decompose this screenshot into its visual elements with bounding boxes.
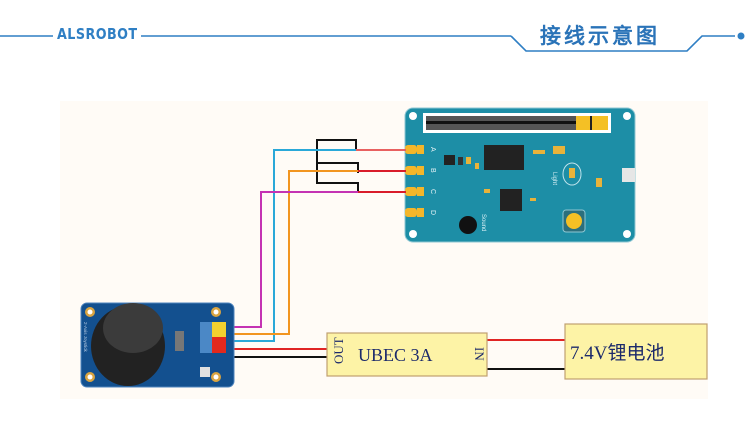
jumper-bracket-top (316, 139, 359, 173)
joystick-label: 2-Axis Joystick (83, 322, 88, 353)
port-d: D (405, 208, 436, 217)
svg-text:A: A (429, 147, 436, 152)
light-label: Light (551, 172, 557, 185)
ubec-name: UBEC 3A (358, 345, 433, 365)
signal-wires (226, 139, 406, 342)
controller-board: Light Sound A B C D (404, 107, 636, 243)
header-lines (0, 32, 745, 52)
page-title: 接线示意图 (540, 24, 660, 48)
ubec-in-label: IN (472, 347, 487, 361)
power-wires (226, 339, 566, 370)
port-a: A (405, 145, 436, 154)
wire-magenta (226, 191, 358, 328)
wire-cyan (226, 149, 356, 342)
chip-main (484, 145, 524, 170)
svg-text:C: C (429, 189, 436, 194)
sound-label: Sound (480, 214, 486, 231)
header-line-bracket (510, 35, 735, 52)
svg-text:D: D (429, 210, 436, 215)
usb-port (622, 168, 635, 182)
battery-label: 7.4V锂电池 (570, 342, 664, 364)
joystick-cap (103, 303, 163, 353)
ubec-out-label: OUT (331, 337, 346, 364)
header-end-dot (737, 32, 745, 40)
ubec-module: OUT UBEC 3A IN (326, 332, 488, 377)
svg-text:B: B (429, 168, 436, 173)
port-b: B (405, 166, 436, 175)
joystick-module: 2-Axis Joystick (80, 302, 235, 388)
chip-mcu (500, 189, 522, 211)
sound-sensor (459, 216, 477, 234)
signal-header (212, 322, 226, 337)
port-c: C (405, 187, 436, 196)
power-header (212, 337, 226, 353)
header-banner: ALSROBOT 接线示意图 (0, 0, 750, 80)
battery-pack: 7.4V锂电池 (564, 323, 708, 380)
wire-orange (226, 170, 358, 335)
jumper-bracket-bottom (316, 163, 359, 193)
light-sensor (569, 168, 575, 178)
brand-logo: ALSROBOT (57, 25, 138, 43)
